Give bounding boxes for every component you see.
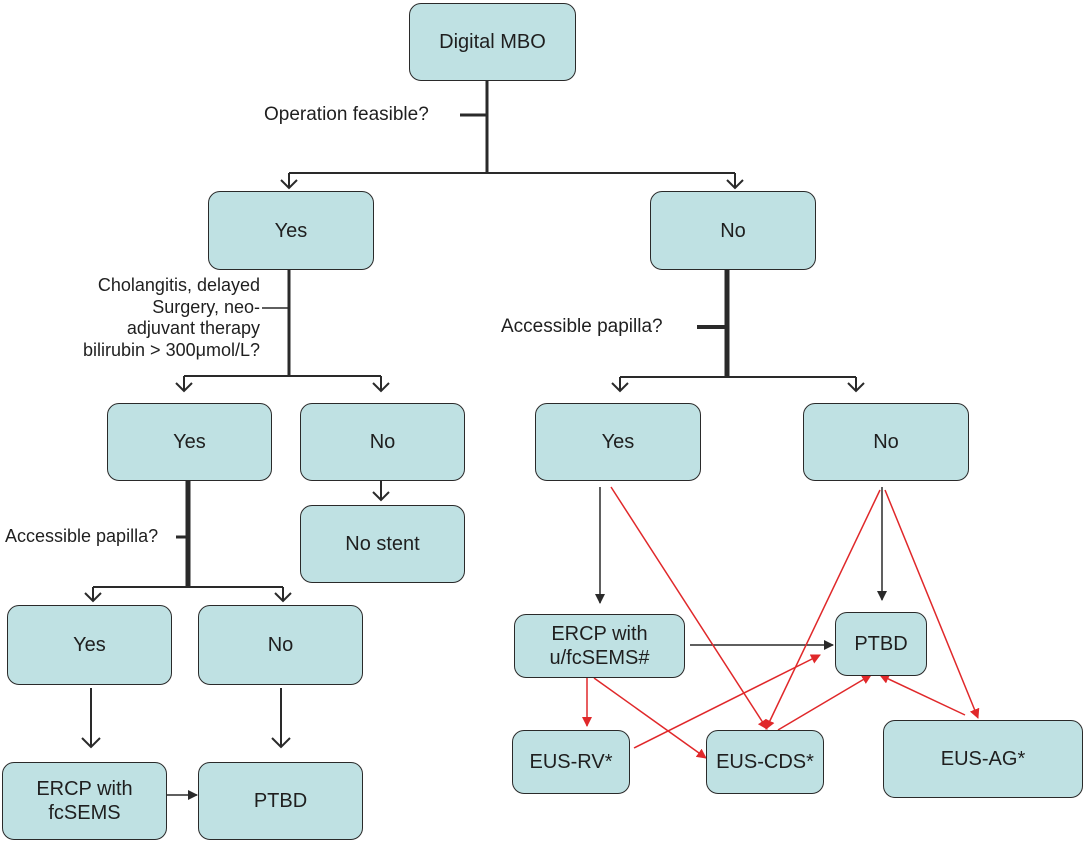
left-papilla-no-node: No bbox=[198, 605, 363, 685]
eus-ag-node: EUS-AG* bbox=[883, 720, 1083, 798]
no-stent-node: No stent bbox=[300, 505, 465, 583]
right-papilla-yes-node: Yes bbox=[535, 403, 701, 481]
indication-line-4: bilirubin > 300μmol/L? bbox=[83, 339, 260, 360]
right-accessible-papilla-question: Accessible papilla? bbox=[501, 316, 663, 337]
operation-feasible-question: Operation feasible? bbox=[264, 104, 429, 125]
indication-line-1: Cholangitis, delayed bbox=[97, 275, 260, 295]
eus-rv-node: EUS-RV* bbox=[512, 730, 630, 794]
operation-yes-node: Yes bbox=[208, 191, 374, 270]
ercp-fcsems-node: ERCP with fcSEMS bbox=[2, 762, 167, 840]
root-digital-mbo-node: Digital MBO bbox=[409, 3, 576, 81]
indication-no-node: No bbox=[300, 403, 465, 481]
left-papilla-yes-node: Yes bbox=[7, 605, 172, 685]
ercp-ufcsems-node: ERCP with u/fcSEMS# bbox=[514, 614, 685, 678]
ptbd-right-node: PTBD bbox=[835, 612, 927, 676]
right-papilla-no-node: No bbox=[803, 403, 969, 481]
indication-yes-node: Yes bbox=[107, 403, 272, 481]
ptbd-left-node: PTBD bbox=[198, 762, 363, 840]
indication-line-3: adjuvant therapy bbox=[126, 318, 260, 339]
eus-cds-node: EUS-CDS* bbox=[706, 730, 824, 794]
indication-question: Cholangitis, delayed Surgery, neo- adjuv… bbox=[50, 275, 260, 361]
operation-no-node: No bbox=[650, 191, 816, 270]
indication-line-2: Surgery, neo- bbox=[152, 296, 260, 317]
left-accessible-papilla-question: Accessible papilla? bbox=[5, 526, 159, 546]
